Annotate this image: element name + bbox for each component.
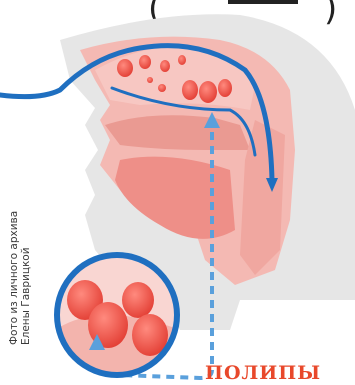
polyps-label: ПОЛИПЫ (205, 362, 321, 384)
partial-heading-bar (228, 0, 298, 4)
partial-heading-close: ) (324, 0, 337, 29)
photo-credit: Фото из личного архива Елены Гаврицкой (8, 175, 32, 345)
photo-credit-line2: Елены Гаврицкой (20, 175, 32, 345)
photo-credit-line1: Фото из личного архива (8, 175, 20, 345)
magnifier-circle (55, 253, 180, 380)
